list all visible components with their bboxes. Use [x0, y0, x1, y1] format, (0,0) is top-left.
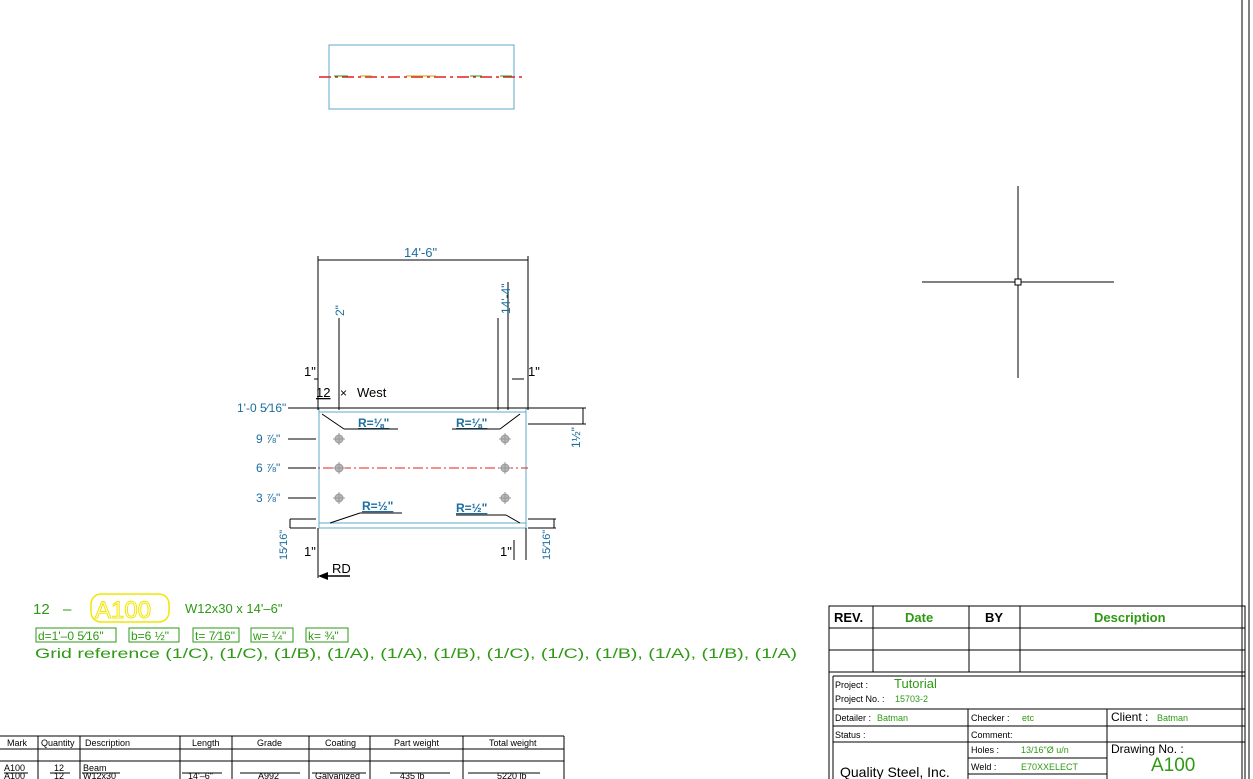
dim-hole-2: 6 ⅞" — [256, 461, 280, 475]
overall-length-dim: 14'-6" — [404, 245, 438, 260]
project-no-value: 15703-2 — [895, 694, 928, 704]
checker-label: Checker : — [971, 713, 1010, 723]
prop-depth: d=1'–0 5⁄16" — [38, 629, 104, 643]
project-label: Project : — [835, 680, 868, 690]
view-title-direction: West — [357, 385, 387, 400]
project-no-label: Project No. : — [835, 694, 885, 704]
bom-row2-mark: A100 — [4, 771, 25, 779]
weld-value: E70XXELECT — [1021, 762, 1079, 772]
bom-row2-desc: W12x30 — [83, 771, 116, 779]
date-header: Date — [905, 610, 933, 625]
description-header: Description — [1094, 610, 1166, 625]
client-value: Batman — [1157, 713, 1188, 723]
prop-k-distance: k= ¾" — [308, 629, 339, 643]
bom-header-total-weight: Total weight — [489, 738, 537, 748]
dim-left-offset-top: 1" — [304, 364, 316, 379]
prop-width: b=6 ½" — [131, 629, 169, 643]
bom-header-part-weight: Part weight — [394, 738, 440, 748]
member-props: d=1'–0 5⁄16" b=6 ½" t= 7⁄16" w= ¼" k= ¾" — [35, 627, 349, 643]
bom-row1-mark: A100 — [4, 763, 25, 773]
dim-right-top: 1½" — [569, 427, 583, 448]
bom-header-description: Description — [85, 738, 130, 748]
bom-row2-length: 14'–6" — [188, 771, 213, 779]
view-title-qty: 12 — [316, 385, 330, 400]
dim-left-offset-bottom: 1" — [304, 544, 316, 559]
drawing-no-value: A100 — [1151, 755, 1195, 776]
bom-row2-total-weight: 5220 lb — [497, 771, 527, 779]
hole-markers — [333, 433, 511, 504]
bom-header-quantity: Quantity — [41, 738, 75, 748]
dim-right-offset-bottom: 1" — [500, 544, 512, 559]
plan-view — [319, 44, 525, 110]
dim-top-left-vertical: 2" — [333, 305, 347, 316]
bom-row2-grade: A992 — [258, 771, 279, 779]
holes-label: Holes : — [971, 745, 999, 755]
bom-header-grade: Grade — [257, 738, 282, 748]
dim-top-right-vertical: 14'-4" — [499, 283, 513, 314]
radius-label-4: R=½" — [456, 501, 487, 515]
rd-label: RD — [332, 561, 351, 576]
member-callout: 12 – A100 W12x30 x 14'–6" d=1'–0 5⁄16" b… — [33, 593, 797, 661]
member-description: W12x30 x 14'–6" — [185, 601, 283, 616]
dim-right-bottom: 15⁄16" — [541, 530, 553, 560]
detailer-label: Detailer : — [835, 713, 871, 723]
detailer-value: Batman — [877, 713, 908, 723]
dim-hole-1: 9 ⅞" — [256, 432, 280, 446]
weld-label: Weld : — [971, 762, 996, 772]
dim-height-total: 1'-0 5⁄16" — [237, 401, 286, 415]
bom-text: Mark Quantity Description Length Grade C… — [4, 738, 537, 779]
view-title-x: × — [340, 386, 347, 400]
bill-of-materials — [0, 735, 565, 779]
company-name: Quality Steel, Inc. — [840, 764, 950, 779]
comment-label: Comment: — [971, 730, 1013, 740]
dim-right-offset-top: 1" — [528, 364, 540, 379]
dim-hole-3: 3 ⅞" — [256, 491, 280, 505]
holes-value: 13/16"Ø u/n — [1021, 745, 1069, 755]
rev-header: REV. — [834, 610, 863, 625]
by-header: BY — [985, 610, 1003, 625]
status-label: Status : — [835, 730, 866, 740]
radius-label-1: R=⅛" — [358, 416, 389, 430]
bom-row2-part-weight: 435 lb — [400, 771, 425, 779]
radius-label-3: R=½" — [362, 499, 393, 513]
project-value: Tutorial — [894, 676, 937, 691]
checker-value: etc — [1022, 713, 1035, 723]
bom-header-coating: Coating — [325, 738, 356, 748]
crosshair-cursor-icon — [922, 186, 1114, 378]
member-mark[interactable]: A100 — [95, 597, 152, 625]
drawing-no-label: Drawing No. : — [1111, 742, 1184, 756]
radius-label-2: R=⅛" — [456, 416, 487, 430]
bom-row2-coating: Galvanized — [315, 771, 360, 779]
member-qty: 12 — [33, 601, 50, 618]
bom-row1-qty: 12 — [54, 763, 64, 773]
member-dash: – — [63, 601, 72, 618]
elevation-view: 14'-6" 2" 14'-4" 1" 1" 12 × West 1½" 1'-… — [237, 245, 586, 580]
client-label: Client : — [1111, 710, 1148, 724]
bom-header-length: Length — [192, 738, 220, 748]
bom-header-mark: Mark — [7, 738, 27, 748]
dim-left-bottom: 15⁄16" — [278, 530, 290, 560]
grid-reference: Grid reference (1/C), (1/C), (1/B), (1/A… — [35, 646, 797, 661]
prop-flange-thickness: t= 7⁄16" — [195, 629, 235, 643]
bom-row2-qty: 12 — [54, 771, 64, 779]
title-block-text: REV. Date BY Description Project : Tutor… — [834, 610, 1195, 779]
prop-web-thickness: w= ¼" — [252, 629, 286, 643]
bom-row1-desc: Beam — [83, 763, 107, 773]
title-block — [828, 605, 1246, 779]
